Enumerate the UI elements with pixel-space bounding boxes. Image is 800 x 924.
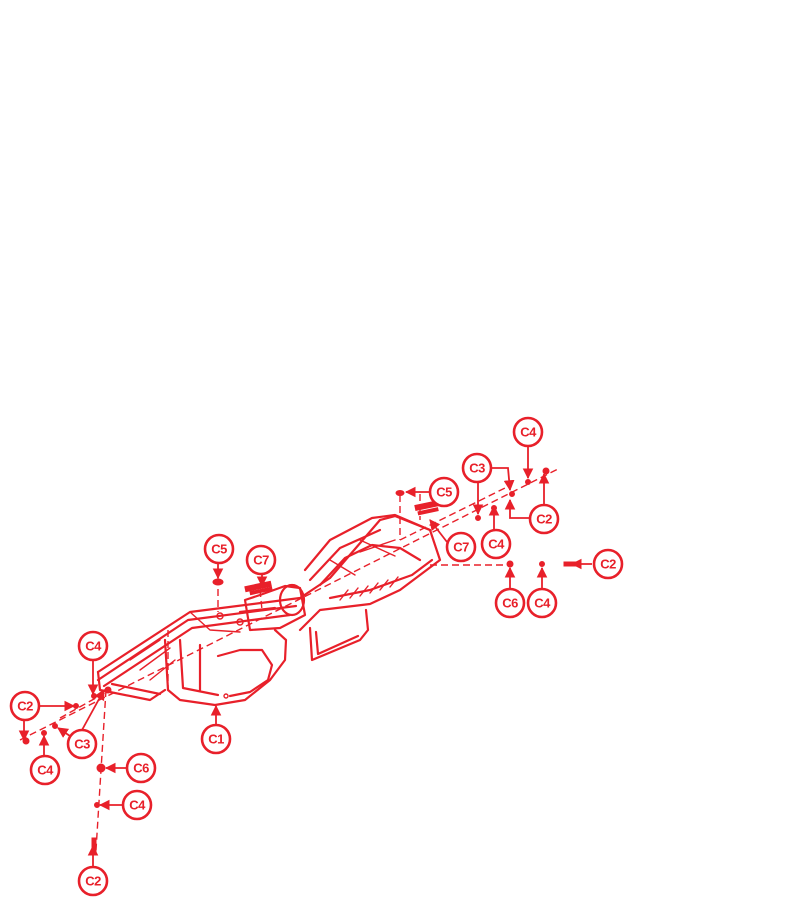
svg-text:C4: C4: [129, 798, 146, 813]
callout-c1-center: C1: [200, 723, 232, 755]
callout-c6-left: C6: [125, 752, 157, 784]
callout-c2-left: C2: [9, 690, 41, 722]
callout-c4-mid-right: C4: [480, 528, 512, 560]
svg-text:C4: C4: [534, 596, 551, 611]
svg-text:C3: C3: [469, 461, 485, 476]
svg-text:C5: C5: [211, 542, 227, 557]
callout-c5-right: C5: [428, 476, 460, 508]
callout-c4-far-left: C4: [29, 754, 61, 786]
callout-c2-far-right: C2: [592, 548, 624, 580]
callout-c4-left: C4: [77, 630, 109, 662]
callout-c6-right: C6: [494, 587, 526, 619]
svg-text:C5: C5: [436, 485, 452, 500]
callout-c4-bottom: C4: [121, 789, 153, 821]
callout-c3-top-right: C3: [461, 452, 493, 484]
svg-text:C7: C7: [253, 553, 269, 568]
callout-c4-top-right: C4: [512, 416, 544, 448]
callout-c7-right: C7: [445, 531, 477, 563]
callout-c7-center: C7: [245, 544, 277, 576]
callout-c5-center: C5: [203, 533, 235, 565]
callout-c2-bottom: C2: [77, 865, 109, 897]
callout-c2-top-right: C2: [528, 503, 560, 535]
frame-body: [96, 513, 442, 707]
svg-text:C3: C3: [74, 737, 90, 752]
svg-text:C4: C4: [85, 639, 102, 654]
callout-c4-low-right: C4: [526, 587, 558, 619]
svg-text:C2: C2: [536, 512, 552, 527]
svg-text:C6: C6: [502, 596, 518, 611]
svg-text:C1: C1: [208, 732, 224, 747]
callout-c3-left: C3: [66, 728, 98, 760]
svg-text:C4: C4: [520, 425, 537, 440]
svg-text:C2: C2: [17, 699, 33, 714]
svg-text:C4: C4: [488, 537, 505, 552]
svg-text:C6: C6: [133, 761, 149, 776]
svg-text:C4: C4: [37, 763, 54, 778]
hardware-parts: [22, 467, 577, 853]
leader-lines: [18, 446, 592, 866]
svg-text:C2: C2: [85, 874, 101, 889]
svg-text:C7: C7: [453, 540, 469, 555]
svg-text:C2: C2: [600, 557, 616, 572]
